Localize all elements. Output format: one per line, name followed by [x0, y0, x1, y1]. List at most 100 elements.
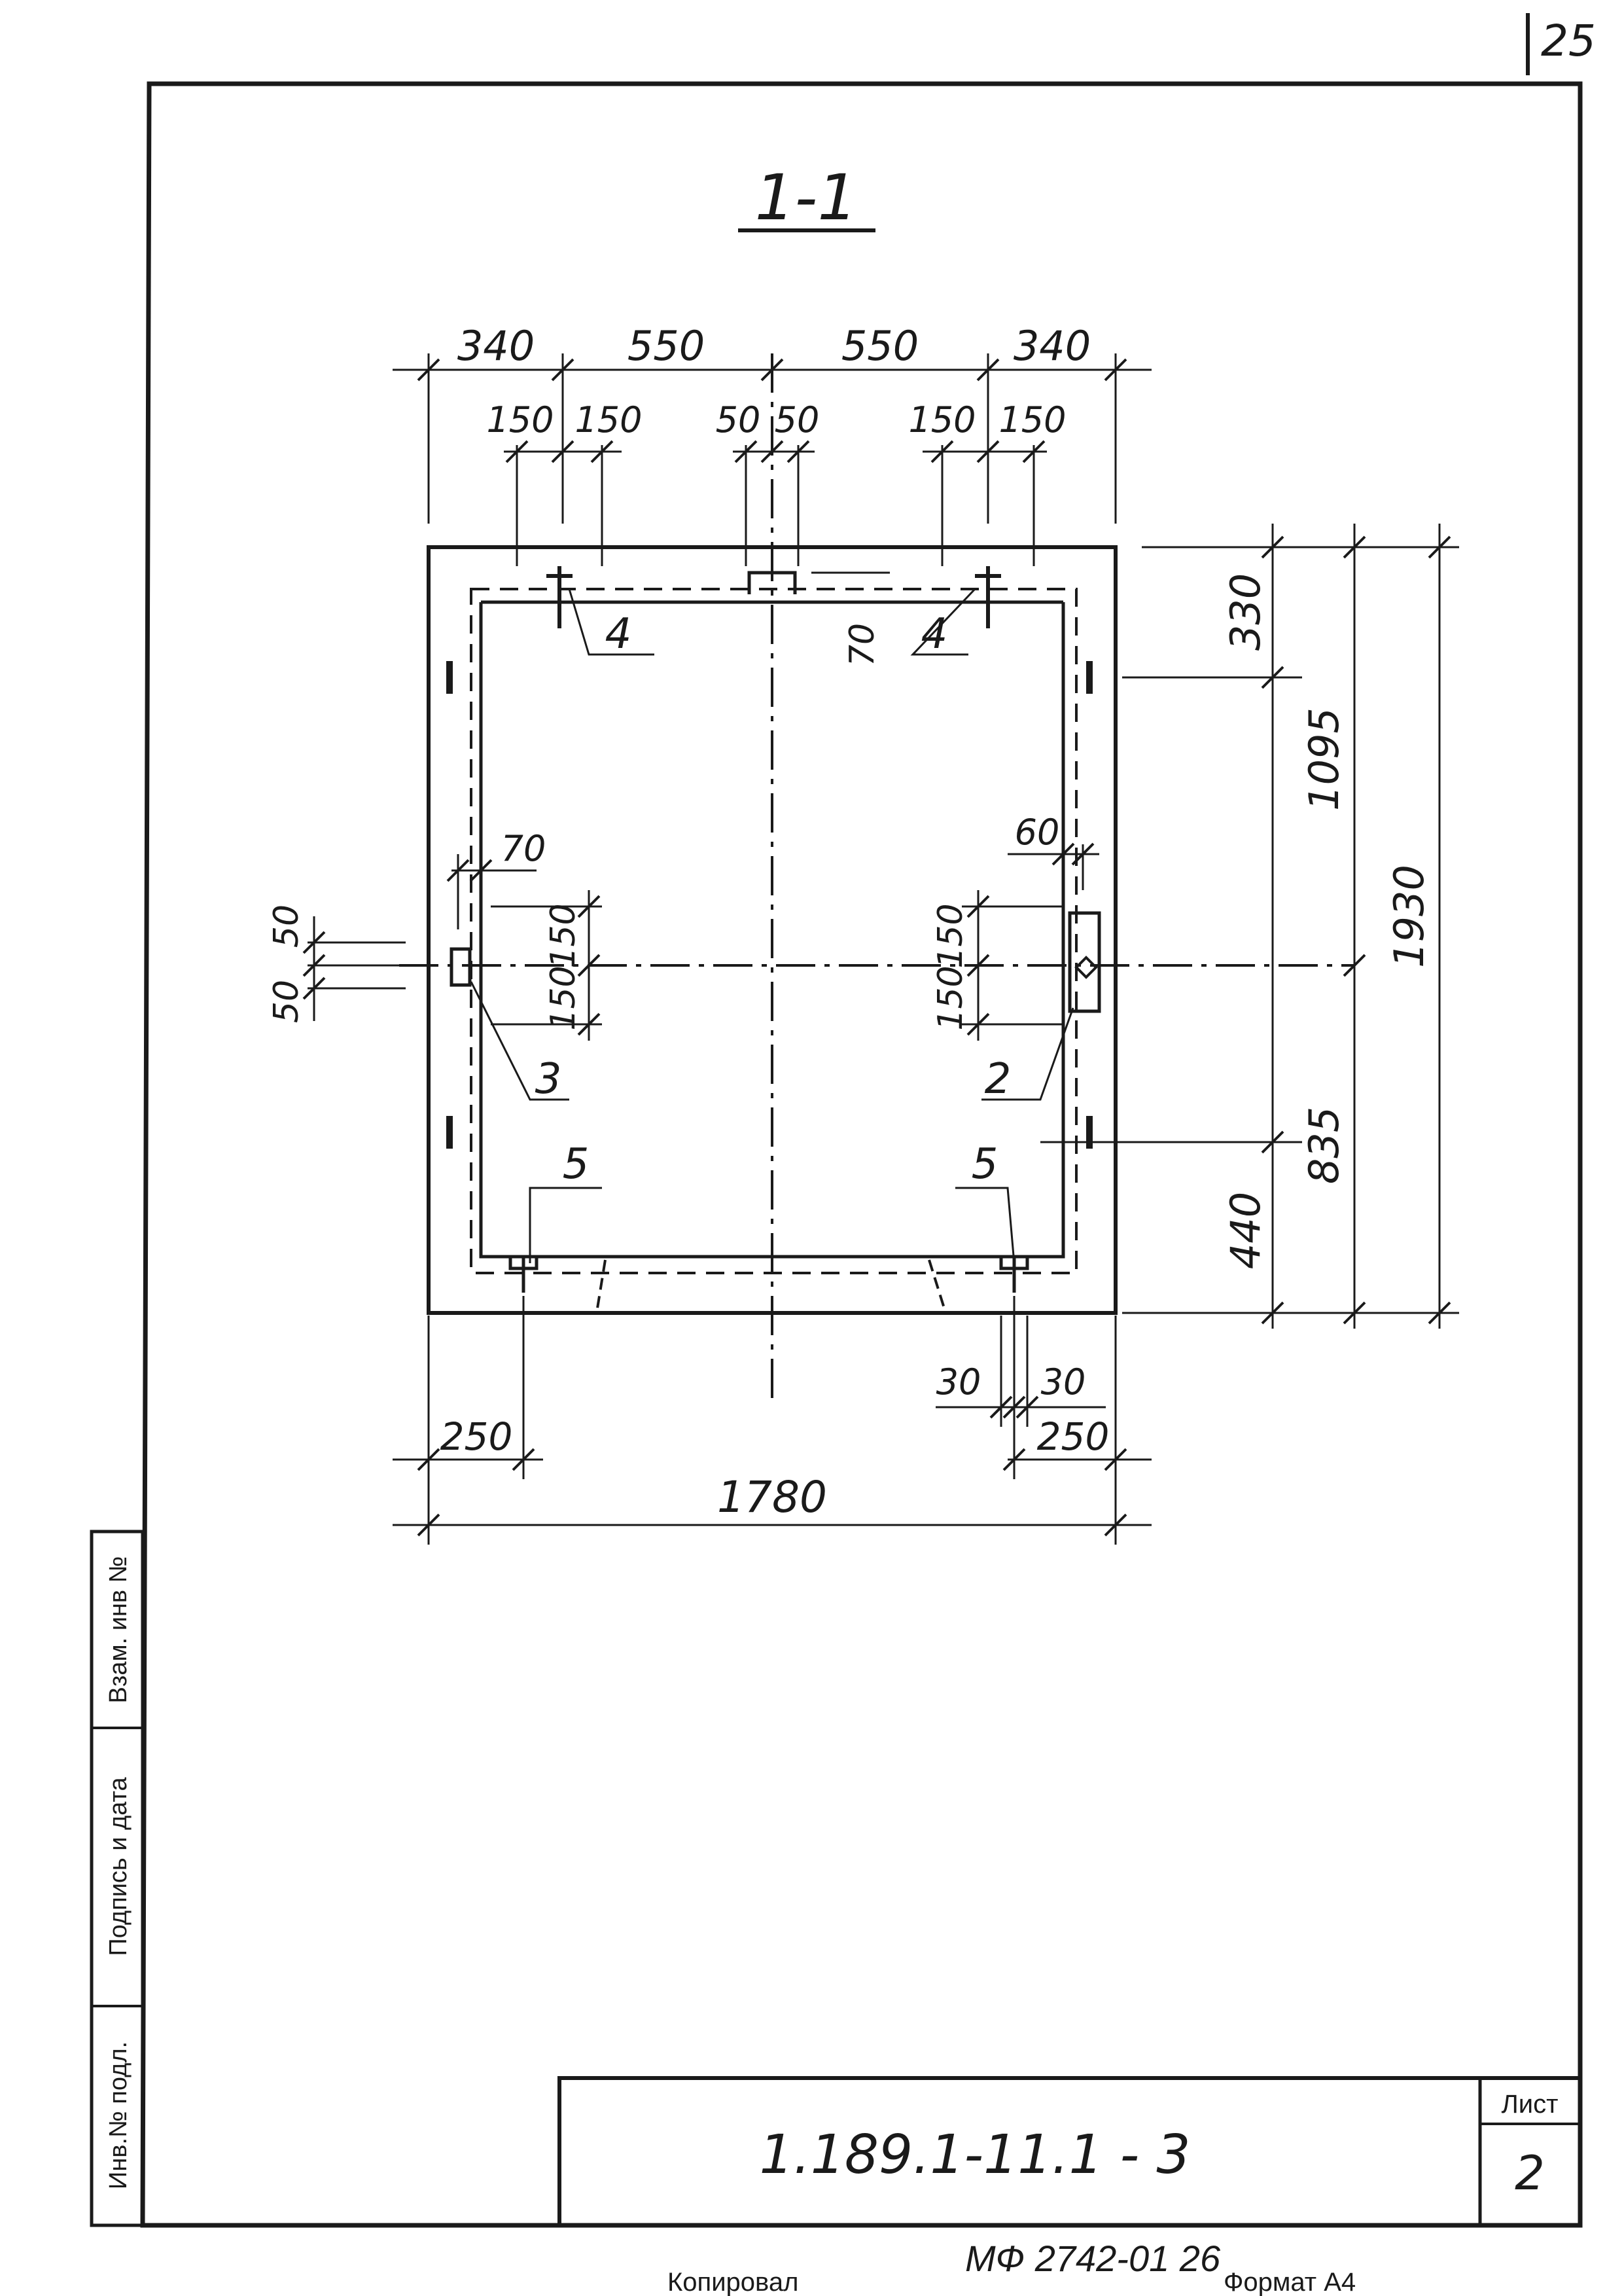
dim-inside-wall: 70 — [843, 623, 882, 666]
dimension-tick — [417, 1448, 440, 1471]
dimension-tick — [976, 358, 1000, 382]
callout-leaders — [470, 588, 1074, 1264]
dim-top-left-a: 150 — [486, 399, 554, 440]
dimension-tick — [760, 440, 784, 463]
footer-copied: Копировал — [667, 2268, 798, 2296]
dimension-tick — [417, 358, 440, 382]
callout-top-left: 4 — [605, 610, 632, 658]
dimension-tick — [1104, 1448, 1127, 1471]
dimension-tick — [302, 954, 326, 977]
footer-archive: МФ 2742-01 26 — [965, 2238, 1221, 2279]
dim-right-bottom-offset: 440 — [1222, 1192, 1269, 1269]
right-dimension-lines — [1040, 524, 1459, 1329]
dimension-tick — [512, 1448, 535, 1471]
stamp-vzam: Взам. инв № — [105, 1556, 132, 1704]
dimension-tick — [1071, 842, 1095, 866]
doc-code: 1.189.1-11.1 - 3 — [759, 2124, 1190, 2186]
dimension-tick — [1343, 535, 1366, 559]
dim-left-up: 150 — [544, 903, 583, 968]
dim-top-right-a: 150 — [908, 399, 976, 440]
dimension-tick — [989, 1395, 1013, 1419]
dimension-tick — [505, 440, 529, 463]
callout-mid-left: 3 — [535, 1055, 562, 1103]
dimension-tick — [1104, 1513, 1127, 1537]
dimension-tick — [1428, 535, 1451, 559]
plate-right-marker — [1074, 956, 1098, 979]
dimension-tick — [446, 859, 470, 882]
dimension-tick — [966, 1013, 990, 1036]
dimension-tick — [966, 954, 990, 977]
dimension-tick — [1051, 842, 1075, 866]
dim-left-gap: 70 — [501, 828, 546, 869]
dimension-tick — [760, 358, 784, 382]
dimension-tick — [1261, 666, 1284, 689]
dim-top-left-b: 150 — [574, 399, 642, 440]
stamp-podpis: Подпись и дата — [105, 1776, 132, 1956]
dimension-tick — [469, 859, 493, 882]
dimension-tick — [1261, 535, 1284, 559]
dimension-tick — [786, 440, 810, 463]
dimension-tick — [577, 1013, 601, 1036]
dim-top-center-a: 50 — [716, 399, 761, 440]
dimension-tick — [1261, 1301, 1284, 1325]
sheet-number: 2 — [1515, 2145, 1545, 2200]
dim-left-down: 150 — [544, 965, 583, 1030]
dim-top-outer-2: 550 — [627, 322, 705, 370]
plate-left — [450, 947, 472, 987]
dim-right-overall: 1930 — [1385, 865, 1433, 968]
dimension-tick — [1261, 1130, 1284, 1154]
dim-top-right-b: 150 — [998, 399, 1066, 440]
dimension-tick — [930, 440, 954, 463]
dimension-tick — [1428, 1301, 1451, 1325]
stamp-inv-podl: Инв.№ подл. — [105, 2041, 132, 2189]
dim-top-center-b: 50 — [775, 399, 820, 440]
dimension-tick — [1343, 954, 1366, 977]
dashed-leg-right — [928, 1259, 947, 1313]
section-title: 1-1 — [755, 161, 858, 234]
dimension-tick — [1022, 440, 1046, 463]
page-number: 25 — [1541, 16, 1596, 66]
dim-right-upper: 1095 — [1300, 708, 1348, 811]
dimension-tick — [734, 440, 758, 463]
callout-bottom-right: 5 — [972, 1140, 998, 1189]
dim-bottom-left-offset: 250 — [440, 1414, 513, 1459]
dimension-tick — [1002, 1395, 1026, 1419]
dim-left-small-b: 50 — [267, 980, 306, 1023]
footer-format: Формат А4 — [1224, 2268, 1356, 2296]
title-block — [557, 2076, 1582, 2227]
dim-bottom-overall: 1780 — [717, 1472, 827, 1522]
dimension-tick — [577, 954, 601, 977]
dimension-ticks — [302, 358, 1451, 1537]
dimension-tick — [417, 1513, 440, 1537]
dimension-tick — [1343, 1301, 1366, 1325]
dim-top-outer-1: 340 — [457, 322, 535, 370]
dim-right-inner-down: 150 — [931, 965, 970, 1030]
plate-right — [1068, 911, 1101, 1013]
dimension-tick — [302, 931, 326, 954]
dim-bottom-right-offset: 250 — [1037, 1414, 1110, 1459]
callout-top-right: 4 — [921, 610, 948, 658]
dim-left-small-a: 50 — [267, 905, 306, 948]
dim-bottom-small-right: 30 — [1041, 1361, 1086, 1403]
dimension-tick — [1015, 1395, 1039, 1419]
dimension-tick — [1002, 1448, 1026, 1471]
dimension-tick — [577, 895, 601, 918]
dimension-tick — [590, 440, 614, 463]
dim-right-inner-gap: 60 — [1015, 812, 1060, 853]
dimension-tick — [302, 977, 326, 1000]
dimension-tick — [551, 440, 574, 463]
dim-bottom-small-left: 30 — [936, 1361, 981, 1403]
callout-bottom-left: 5 — [563, 1140, 590, 1189]
dim-right-lower: 835 — [1300, 1107, 1348, 1184]
dimension-tick — [976, 440, 1000, 463]
dim-right-inner-up: 150 — [931, 903, 970, 968]
sheet-border — [140, 81, 1583, 2228]
side-stamp — [90, 1530, 145, 2227]
dim-top-outer-3: 550 — [841, 322, 919, 370]
frame-dashed-outline — [470, 588, 1078, 1274]
sheet-label: Лист — [1502, 2090, 1559, 2119]
top-dimension-lines — [393, 353, 1152, 574]
dim-right-top-offset: 330 — [1222, 573, 1269, 651]
callout-mid-right: 2 — [985, 1055, 1012, 1103]
